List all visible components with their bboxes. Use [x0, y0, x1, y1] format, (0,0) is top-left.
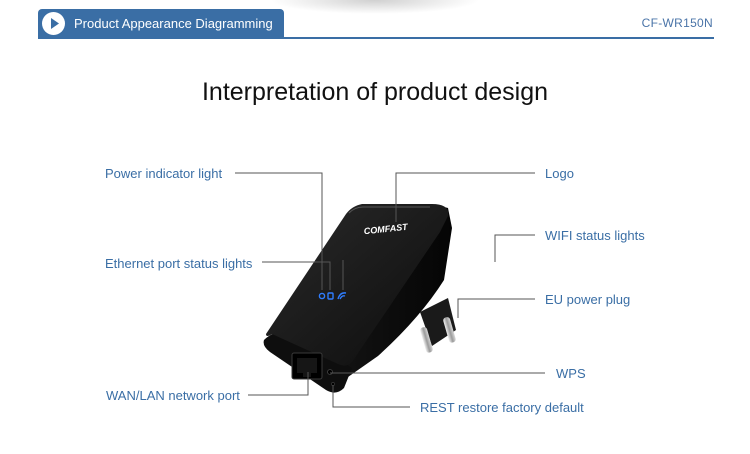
leader-wifi-status	[494, 234, 535, 262]
label-power-indicator: Power indicator light	[105, 166, 223, 181]
leader-reset	[332, 385, 410, 408]
ethernet-port	[291, 352, 323, 380]
wps-button	[327, 369, 333, 375]
leader-logo	[395, 172, 535, 222]
label-ethernet-status: Ethernet port status lights	[105, 256, 253, 271]
device-logo: COMFAST	[363, 222, 409, 237]
power-led-icon	[318, 292, 326, 300]
section-title: Product Appearance Diagramming	[74, 16, 273, 31]
top-shadow	[270, 0, 480, 14]
label-eu-plug: EU power plug	[545, 292, 631, 307]
page-heading: Interpretation of product design	[201, 78, 549, 106]
label-reset: REST restore factory default	[420, 400, 584, 415]
eu-power-plug	[420, 298, 456, 353]
header-rule	[38, 37, 714, 39]
wifi-led-icon	[337, 292, 347, 300]
model-number: CF-WR150N	[641, 16, 713, 30]
play-arrow-icon	[42, 12, 65, 35]
leader-power-indicator	[235, 172, 323, 290]
leader-wan-lan-port	[248, 372, 309, 396]
status-leds	[318, 292, 347, 300]
leader-ethernet-status	[262, 261, 331, 290]
leader-eu-plug	[457, 298, 535, 318]
ethernet-led-icon	[327, 292, 334, 300]
label-logo: Logo	[545, 166, 574, 181]
label-wps: WPS	[556, 366, 586, 381]
leader-lines	[235, 172, 545, 408]
label-wifi-status: WIFI status lights	[545, 228, 645, 243]
section-banner: Product Appearance Diagramming	[38, 9, 284, 38]
device-body	[263, 204, 452, 393]
label-wan-lan-port: WAN/LAN network port	[106, 388, 240, 403]
